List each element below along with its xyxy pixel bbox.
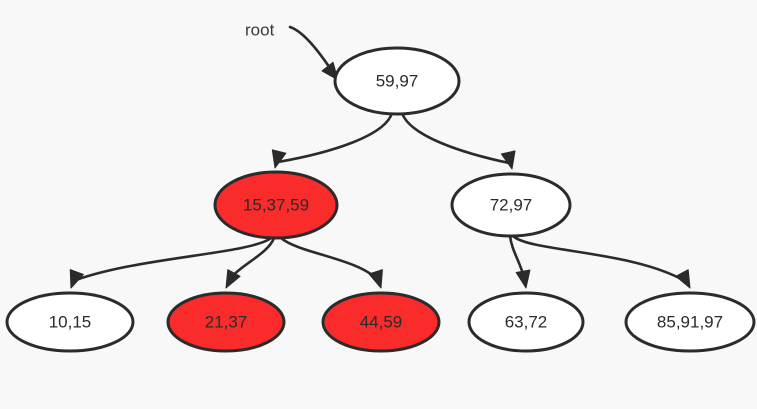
tree-edge: [511, 234, 691, 289]
edge-curve: [400, 111, 511, 165]
node-ellipse[interactable]: [166, 291, 286, 353]
tree-edge: [400, 111, 516, 170]
edge-arrowhead-icon: [368, 269, 383, 289]
node-ellipse[interactable]: [213, 170, 339, 240]
root-pointer-label: root: [245, 20, 275, 39]
node-ellipse[interactable]: [624, 291, 756, 353]
tree-edge: [271, 111, 394, 169]
edge-arrowhead-icon: [515, 269, 531, 289]
node-ellipse[interactable]: [333, 46, 461, 116]
tree-edge: [69, 236, 273, 289]
tree-node-72-97[interactable]: 72,97: [450, 172, 572, 238]
edge-curve: [511, 234, 687, 283]
node-ellipse[interactable]: [450, 172, 572, 238]
tree-node-63-72[interactable]: 63,72: [467, 291, 585, 353]
tree-node-15-37-59[interactable]: 15,37,59: [213, 170, 339, 240]
edge-arrowhead-icon: [271, 149, 287, 169]
tree-node-21-37[interactable]: 21,37: [166, 291, 286, 353]
nodes-layer: 59,97 15,37,59 72,97 10,15 21,37 44,59 63,72 85…: [5, 46, 756, 353]
edges-layer: [69, 25, 691, 289]
node-ellipse[interactable]: [321, 291, 441, 353]
tree-edge: [225, 236, 276, 289]
edge-arrowhead-icon: [675, 269, 691, 289]
tree-node-44-59[interactable]: 44,59: [321, 291, 441, 353]
edge-arrowhead-icon: [69, 269, 84, 289]
tree-node-59-97[interactable]: 59,97: [333, 46, 461, 116]
edge-arrowhead-icon: [225, 269, 241, 289]
annotations-layer: root: [245, 20, 275, 39]
edge-curve: [74, 236, 273, 282]
tree-node-85-91-97[interactable]: 85,91,97: [624, 291, 756, 353]
edge-arrowhead-icon: [321, 61, 339, 81]
tree-edge: [508, 234, 531, 289]
edge-curve: [279, 236, 381, 283]
node-ellipse[interactable]: [467, 291, 585, 353]
tree-edge: [288, 25, 339, 81]
edge-curve: [276, 111, 394, 164]
node-ellipse[interactable]: [5, 291, 135, 353]
tree-node-10-15[interactable]: 10,15: [5, 291, 135, 353]
tree-edge: [279, 236, 383, 289]
edge-arrowhead-icon: [500, 150, 516, 170]
